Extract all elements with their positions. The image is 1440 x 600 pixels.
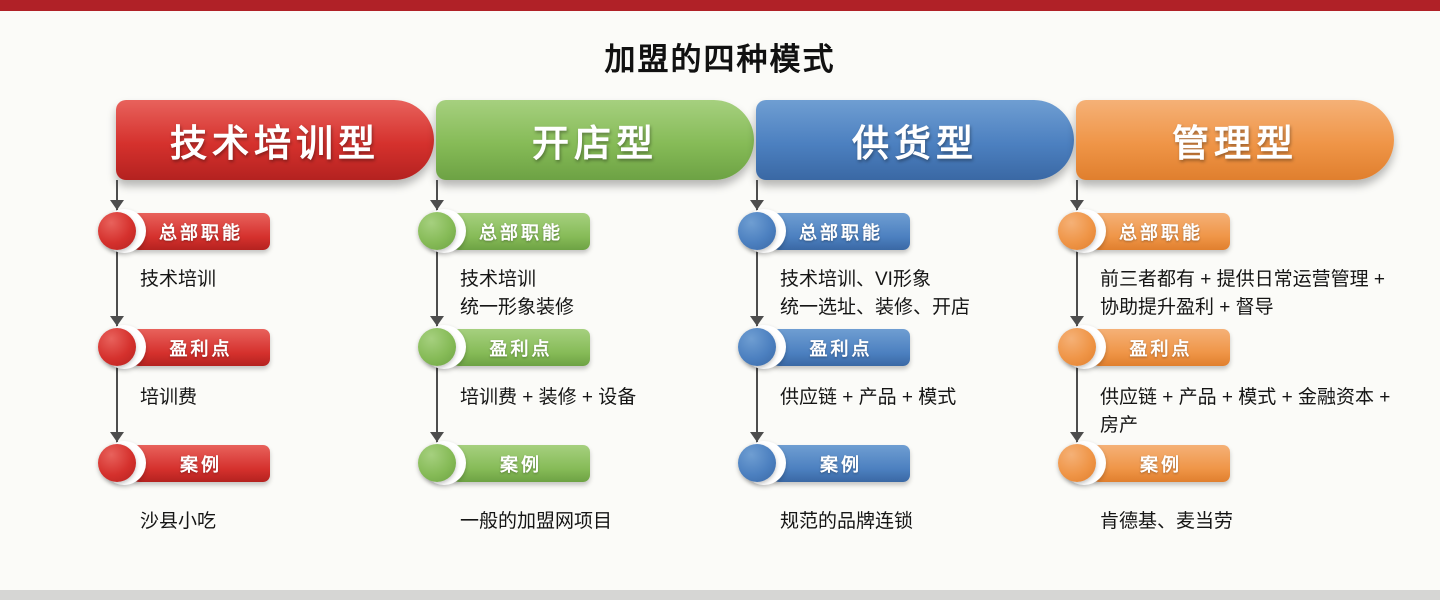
row-pill-label: 盈利点	[169, 338, 233, 359]
column-management: 管理型 总部职能 前三者都有 + 提供日常运营管理 + 协助提升盈利 + 督导 …	[1058, 100, 1396, 580]
column-header: 供货型	[756, 100, 1074, 180]
row-pill-label: 总部职能	[1119, 222, 1203, 243]
row-pill-label: 盈利点	[809, 338, 873, 359]
row-pill-label: 案例	[820, 454, 862, 475]
column-supply: 供货型 总部职能 技术培训、VI形象 统一选址、装修、开店 盈利点 供应链 + …	[738, 100, 1076, 580]
row-desc-case: 肯德基、麦当劳	[1100, 511, 1234, 532]
bullet-ball	[1058, 444, 1096, 482]
page-title: 加盟的四种模式	[604, 42, 836, 77]
row-pill-label: 盈利点	[489, 338, 553, 359]
bullet-ball	[1058, 328, 1096, 366]
row-desc-profit-point: 培训费	[140, 387, 198, 408]
arrow-down-icon	[750, 432, 764, 442]
row-pill-case: 案例	[132, 445, 270, 482]
row-desc-profit-point: 供应链 + 产品 + 模式	[780, 387, 957, 408]
arrow-down-icon	[430, 200, 444, 210]
row-desc-case: 沙县小吃	[140, 511, 217, 532]
arrow-down-icon	[1070, 200, 1084, 210]
arrow-down-icon	[750, 316, 764, 326]
column-header: 管理型	[1076, 100, 1394, 180]
arrow-down-icon	[110, 200, 124, 210]
bottom-gray-bar	[0, 590, 1440, 600]
bullet-ball	[738, 212, 776, 250]
top-red-bar	[0, 0, 1440, 11]
row-pill-case: 案例	[772, 445, 910, 482]
row-pill-hq-function: 总部职能	[132, 213, 270, 250]
arrow-down-icon	[1070, 432, 1084, 442]
row-pill-label: 总部职能	[799, 222, 883, 243]
arrow-down-icon	[1070, 316, 1084, 326]
row-pill-case: 案例	[452, 445, 590, 482]
column-tech-training: 技术培训型 总部职能 技术培训 盈利点 培训费 案例 沙县小吃	[98, 100, 436, 580]
row-pill-profit-point: 盈利点	[132, 329, 270, 366]
row-desc-case: 规范的品牌连锁	[780, 511, 914, 532]
column-header-label: 开店型	[532, 123, 658, 164]
arrow-down-icon	[110, 316, 124, 326]
row-desc-hq-function: 前三者都有 + 提供日常运营管理 + 协助提升盈利 + 督导	[1100, 269, 1386, 318]
bullet-ball	[418, 212, 456, 250]
arrow-down-icon	[430, 432, 444, 442]
bullet-ball	[418, 444, 456, 482]
row-pill-case: 案例	[1092, 445, 1230, 482]
bullet-ball	[98, 212, 136, 250]
row-pill-label: 总部职能	[159, 222, 243, 243]
row-desc-hq-function: 技术培训、VI形象 统一选址、装修、开店	[780, 269, 971, 318]
column-header: 技术培训型	[116, 100, 434, 180]
row-desc-hq-function: 技术培训 统一形象装修	[460, 269, 575, 318]
bullet-ball	[98, 328, 136, 366]
row-pill-label: 总部职能	[479, 222, 563, 243]
row-pill-label: 案例	[1140, 454, 1182, 475]
row-pill-label: 案例	[180, 454, 222, 475]
bullet-ball	[1058, 212, 1096, 250]
row-pill-hq-function: 总部职能	[772, 213, 910, 250]
row-desc-profit-point: 培训费 + 装修 + 设备	[460, 387, 637, 408]
bullet-ball	[98, 444, 136, 482]
column-header-label: 管理型	[1172, 123, 1298, 164]
row-pill-profit-point: 盈利点	[1092, 329, 1230, 366]
row-pill-hq-function: 总部职能	[1092, 213, 1230, 250]
column-store-opening: 开店型 总部职能 技术培训 统一形象装修 盈利点 培训费 + 装修 + 设备 案…	[418, 100, 756, 580]
row-pill-label: 案例	[500, 454, 542, 475]
row-pill-hq-function: 总部职能	[452, 213, 590, 250]
arrow-down-icon	[430, 316, 444, 326]
bullet-ball	[418, 328, 456, 366]
row-desc-hq-function: 技术培训	[140, 269, 217, 290]
arrow-down-icon	[110, 432, 124, 442]
bullet-ball	[738, 328, 776, 366]
arrow-down-icon	[750, 200, 764, 210]
row-desc-profit-point: 供应链 + 产品 + 模式 + 金融资本 + 房产	[1100, 387, 1391, 436]
row-pill-label: 盈利点	[1129, 338, 1193, 359]
row-pill-profit-point: 盈利点	[452, 329, 590, 366]
column-header-label: 技术培训型	[170, 123, 380, 164]
row-desc-case: 一般的加盟网项目	[460, 511, 613, 532]
column-header-label: 供货型	[852, 123, 978, 164]
row-pill-profit-point: 盈利点	[772, 329, 910, 366]
column-header: 开店型	[436, 100, 754, 180]
bullet-ball	[738, 444, 776, 482]
